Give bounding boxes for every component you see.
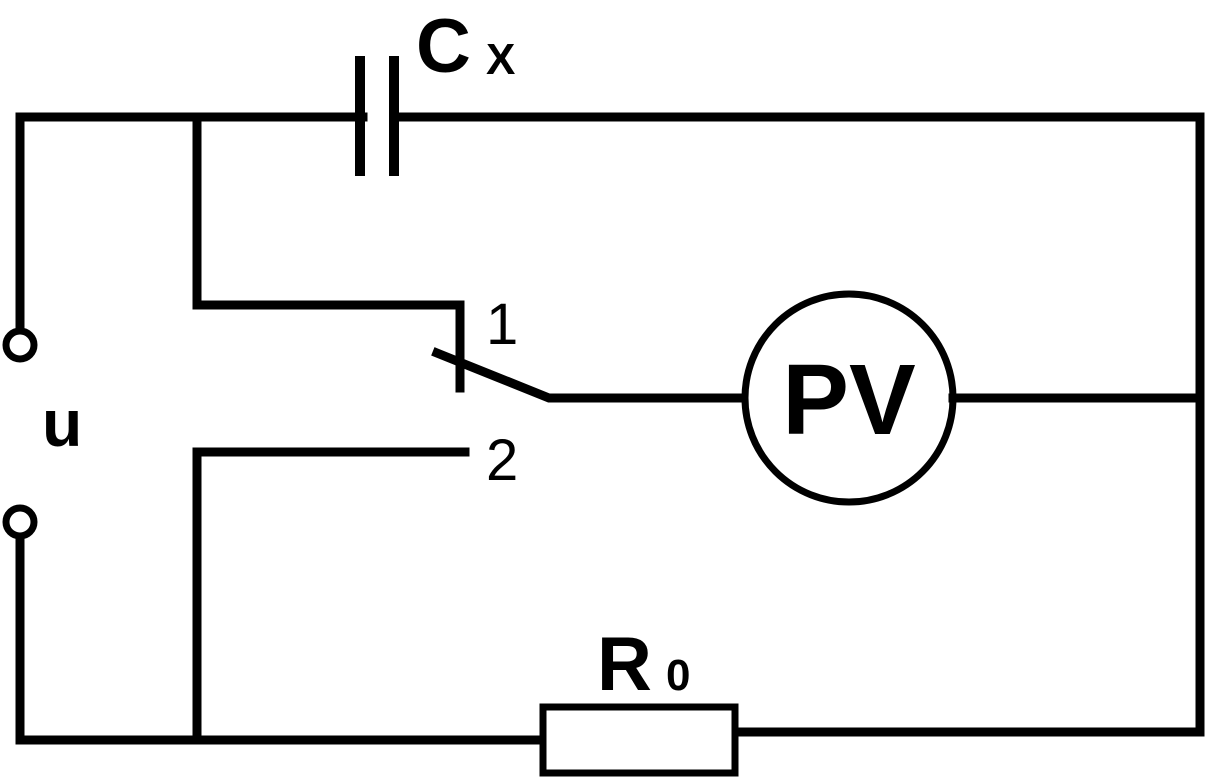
wire-top-right	[389, 112, 1205, 737]
capacitor-label: C	[416, 4, 471, 89]
switch-position-2-label: 2	[486, 428, 518, 493]
meter-label: PV	[782, 344, 916, 456]
switch-position-1-label: 1	[486, 292, 518, 357]
source-terminal-bottom	[2, 504, 38, 540]
source-terminal-top	[2, 327, 38, 363]
resistor-label-subscript: 0	[666, 651, 690, 700]
wire-source-top	[15, 112, 368, 335]
wire-source-bottom	[15, 533, 548, 745]
wire-to-contact-1	[192, 112, 465, 310]
switch-blade	[431, 347, 750, 403]
source-label: u	[42, 386, 82, 460]
capacitor-label-subscript: X	[486, 35, 515, 84]
resistor-r0	[539, 703, 739, 777]
wire-to-contact-2	[192, 447, 470, 745]
resistor-label: R	[597, 622, 652, 707]
